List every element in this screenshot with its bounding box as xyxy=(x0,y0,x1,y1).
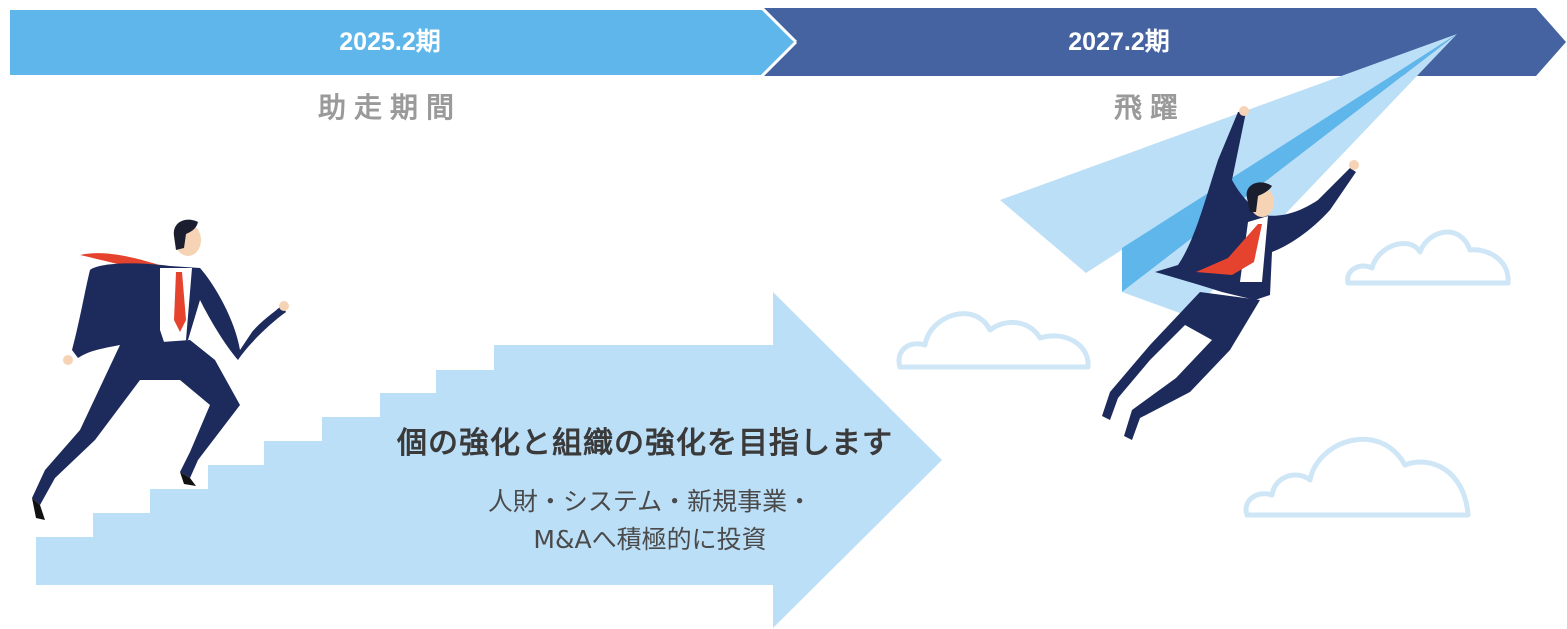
cloud-icon xyxy=(896,311,1091,370)
phase1-period: 2025.2期 xyxy=(339,28,441,56)
phase1-label: 助走期間 xyxy=(317,91,462,124)
phase2-bar xyxy=(762,8,1566,76)
investment-line-1: 人財・システム・新規事業・ xyxy=(487,487,813,516)
stairs-arrow-icon xyxy=(36,292,942,628)
cloud-icon xyxy=(1243,436,1471,518)
runner-businessman-icon xyxy=(32,219,289,520)
phase1-bar xyxy=(10,10,794,75)
headline: 個の強化と組織の強化を目指します xyxy=(397,426,893,461)
cloud-icon xyxy=(1345,229,1511,286)
phase2-period: 2027.2期 xyxy=(1068,28,1170,56)
phase2-label: 飛躍 xyxy=(1113,91,1186,124)
investment-line-2: M&Aへ積極的に投資 xyxy=(533,525,767,554)
flying-businessman-icon xyxy=(1102,106,1359,440)
